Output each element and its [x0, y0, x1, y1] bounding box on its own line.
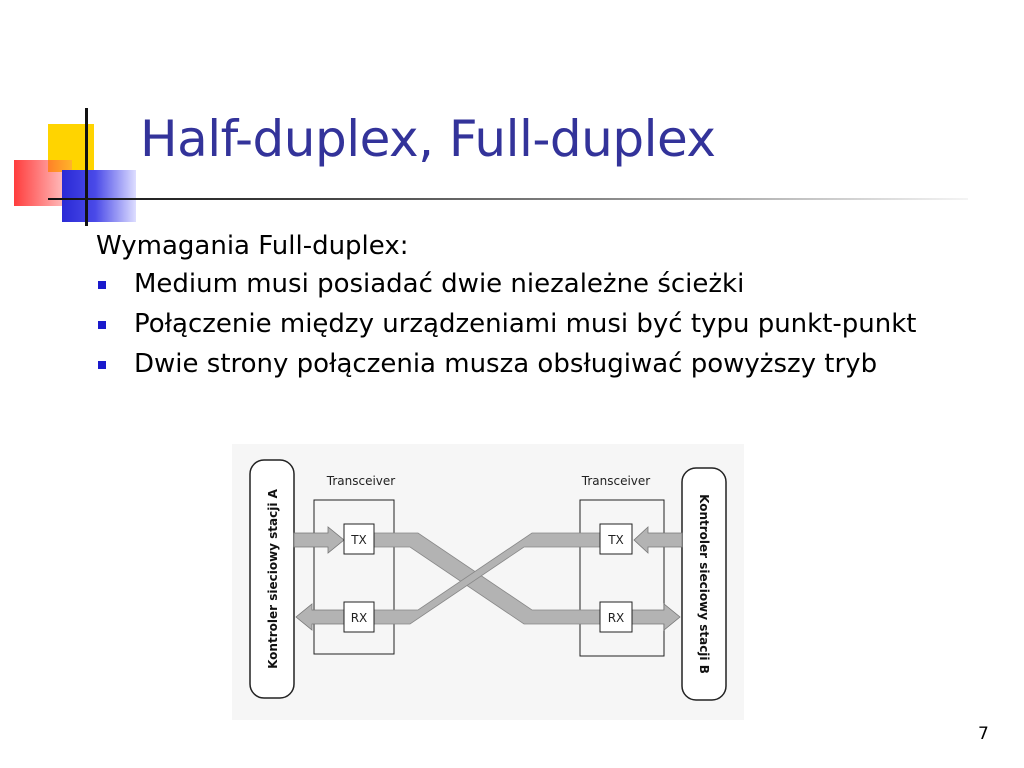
diagram-svg: Kontroler sieciowy stacji A Kontroler si… — [249, 459, 727, 701]
station-b-label: Kontroler sieciowy stacji B — [697, 494, 711, 674]
bullet-text: Dwie strony połączenia musza obsługiwać … — [134, 349, 878, 379]
arrow-rx-to-b — [631, 603, 681, 631]
bullet-text: Medium musi posiadać dwie niezależne ści… — [134, 269, 745, 299]
decor-vertical-line — [85, 108, 88, 226]
tx-left-box — [343, 523, 375, 555]
rx-left-box — [343, 601, 375, 633]
bullet-item: Połączenie między urządzeniami musi być … — [96, 308, 1006, 340]
arrow-rx-to-a — [295, 603, 345, 631]
transceiver-right-frame — [579, 499, 665, 657]
station-a-box — [249, 459, 295, 699]
station-b-box — [681, 467, 727, 701]
rx-right-box — [599, 601, 633, 633]
tx-left-label: TX — [350, 533, 367, 547]
transceiver-right-label: Transceiver — [581, 474, 651, 488]
square-bullet-icon — [98, 281, 106, 289]
intro-text: Wymagania Full-duplex: — [96, 231, 409, 261]
square-bullet-icon — [98, 321, 106, 329]
tx-right-label: TX — [607, 533, 624, 547]
decor-blue-square — [62, 170, 136, 222]
page-number: 7 — [978, 724, 989, 744]
full-duplex-diagram: Kontroler sieciowy stacji A Kontroler si… — [232, 444, 744, 720]
station-a-label: Kontroler sieciowy stacji A — [266, 488, 280, 669]
arrow-b-to-tx — [633, 526, 683, 554]
bullet-item: Dwie strony połączenia musza obsługiwać … — [96, 348, 1006, 380]
slide-content: Wymagania Full-duplex: Medium musi posia… — [96, 230, 1006, 388]
rx-right-label: RX — [608, 611, 625, 625]
transceiver-left-label: Transceiver — [326, 474, 396, 488]
bullet-item: Medium musi posiadać dwie niezależne ści… — [96, 268, 1006, 300]
slide-title: Half-duplex, Full-duplex — [140, 110, 716, 168]
title-underline — [48, 198, 968, 200]
square-bullet-icon — [98, 361, 106, 369]
rx-left-label: RX — [351, 611, 368, 625]
tx-right-box — [599, 523, 633, 555]
transceiver-left-frame — [313, 499, 395, 655]
arrow-a-to-tx — [293, 526, 345, 554]
bullet-text: Połączenie między urządzeniami musi być … — [134, 309, 917, 339]
bullet-list: Medium musi posiadać dwie niezależne ści… — [96, 268, 1006, 380]
